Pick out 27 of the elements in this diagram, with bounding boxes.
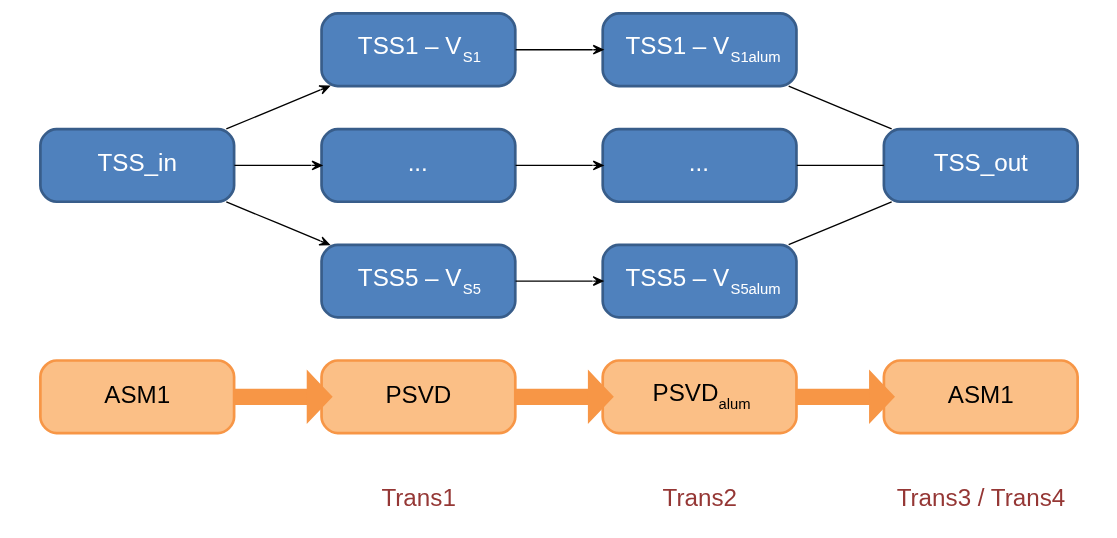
node-box: TSS1 – V$_{S1alum}$ <box>600 12 798 88</box>
node-box: PSVD$_{alum}$ <box>600 359 798 435</box>
node-box: ... <box>600 127 798 204</box>
arrow <box>233 369 333 425</box>
node-box: PSVD <box>319 359 517 435</box>
node-box: TSS_out <box>882 127 1079 204</box>
node-box: ASM1 <box>882 359 1079 435</box>
node-box: ... <box>319 127 517 204</box>
connector <box>787 85 892 130</box>
label: Trans3 / Trans4 <box>896 484 1065 512</box>
arrow <box>514 44 603 55</box>
node-box: TSS5 – V$_{S5alum}$ <box>600 243 798 319</box>
node-box: ASM1 <box>38 359 235 435</box>
arrow <box>233 160 322 171</box>
arrow <box>225 85 330 130</box>
arrow <box>225 201 330 246</box>
node-box: TSS5 – V$_{S5}$ <box>319 243 517 319</box>
arrow <box>514 276 603 287</box>
arrow <box>796 369 895 425</box>
label: Trans2 <box>662 484 737 512</box>
label: Trans1 <box>380 484 456 512</box>
connector <box>787 201 892 246</box>
node-box: TSS1 – V$_{S1}$ <box>319 12 517 88</box>
node-box: TSS_in <box>38 127 235 204</box>
connector <box>795 164 885 167</box>
arrow <box>515 369 614 425</box>
arrow <box>514 160 603 171</box>
